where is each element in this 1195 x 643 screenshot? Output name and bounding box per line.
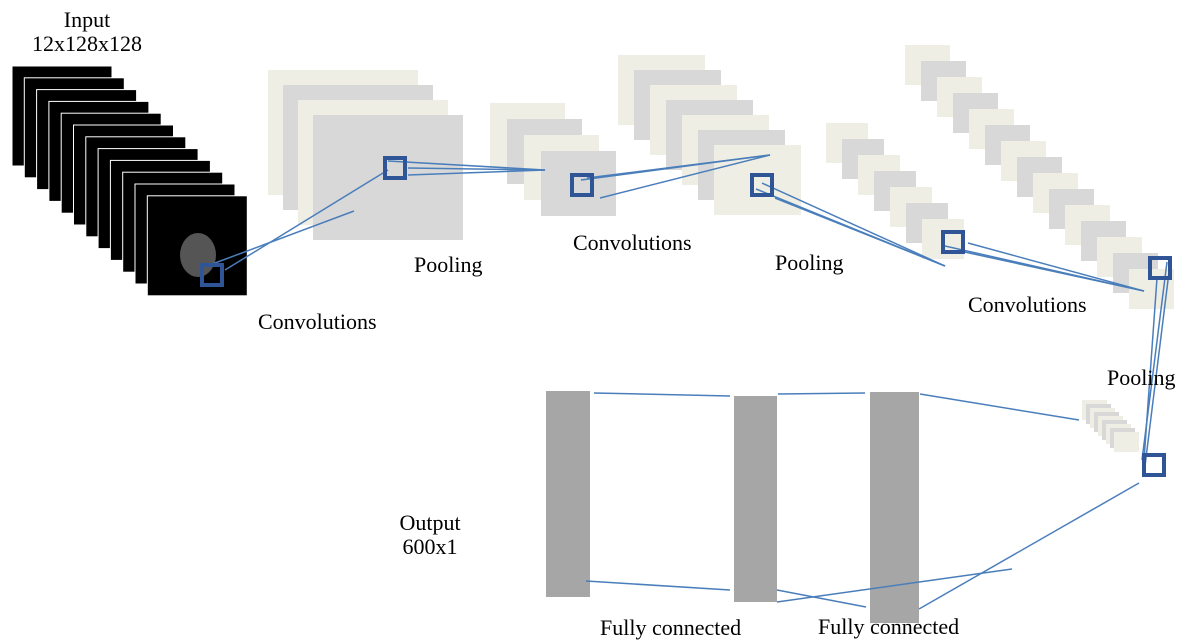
kernel-box [1148,256,1172,280]
pool1-label: Pooling [414,252,483,277]
connector-line [776,589,867,608]
feature-map [1114,432,1139,452]
kernel-box [200,263,224,287]
conv1-feature-maps [268,70,463,240]
conv3-feature-maps [905,45,1174,309]
input-label: Input 12x128x128 [12,8,162,56]
connector-line [580,154,771,181]
lesion-blob [180,233,216,277]
output-size: 600x1 [402,534,458,559]
connector-line [944,245,1145,292]
connector-line [776,568,1013,603]
kernel-box [941,230,965,254]
connector-line [585,580,731,591]
fc-layer-2 [870,392,919,623]
connector-line [777,392,866,395]
connector-line [918,482,1140,610]
connector-line [755,188,946,267]
feature-map [714,145,801,215]
input-size: 12x128x128 [32,31,142,56]
connector-line [967,242,1145,292]
connector-line [206,210,355,267]
fc-layer-1 [734,396,777,602]
kernel-box [383,156,407,180]
input-title: Input [63,7,111,32]
fc2-label: Fully connected [818,614,960,639]
connector-line [919,393,1080,421]
conv2-label: Convolutions [573,230,692,255]
input-stack [11,65,248,297]
conv3-label: Convolutions [968,292,1087,317]
fc-layer-output [546,391,590,597]
connector-line [761,182,946,267]
pool3-feature-maps [1082,400,1139,452]
output-label: Output 600x1 [370,511,490,559]
connector-line [1141,261,1168,461]
connector-line [407,169,546,176]
connector-line [407,167,546,171]
fc1-label: Fully connected [600,615,742,640]
conv1-label: Convolutions [258,309,377,334]
kernel-box [750,173,774,197]
kernel-box [1142,453,1166,477]
connector-line [593,392,731,397]
connector-line [387,160,546,171]
connector-lines [206,154,1170,610]
pool1-feature-maps [490,103,616,216]
output-title: Output [399,510,461,535]
fully-connected-layers [546,391,919,623]
pool2-label: Pooling [775,250,844,275]
connector-line [1142,277,1158,475]
connector-line [224,169,389,271]
feature-map [541,151,616,216]
pool3-label: Pooling [1107,365,1176,390]
kernel-boxes [200,156,1172,477]
connector-line [1143,271,1170,475]
kernel-box [570,173,594,197]
connector-line [599,154,771,199]
